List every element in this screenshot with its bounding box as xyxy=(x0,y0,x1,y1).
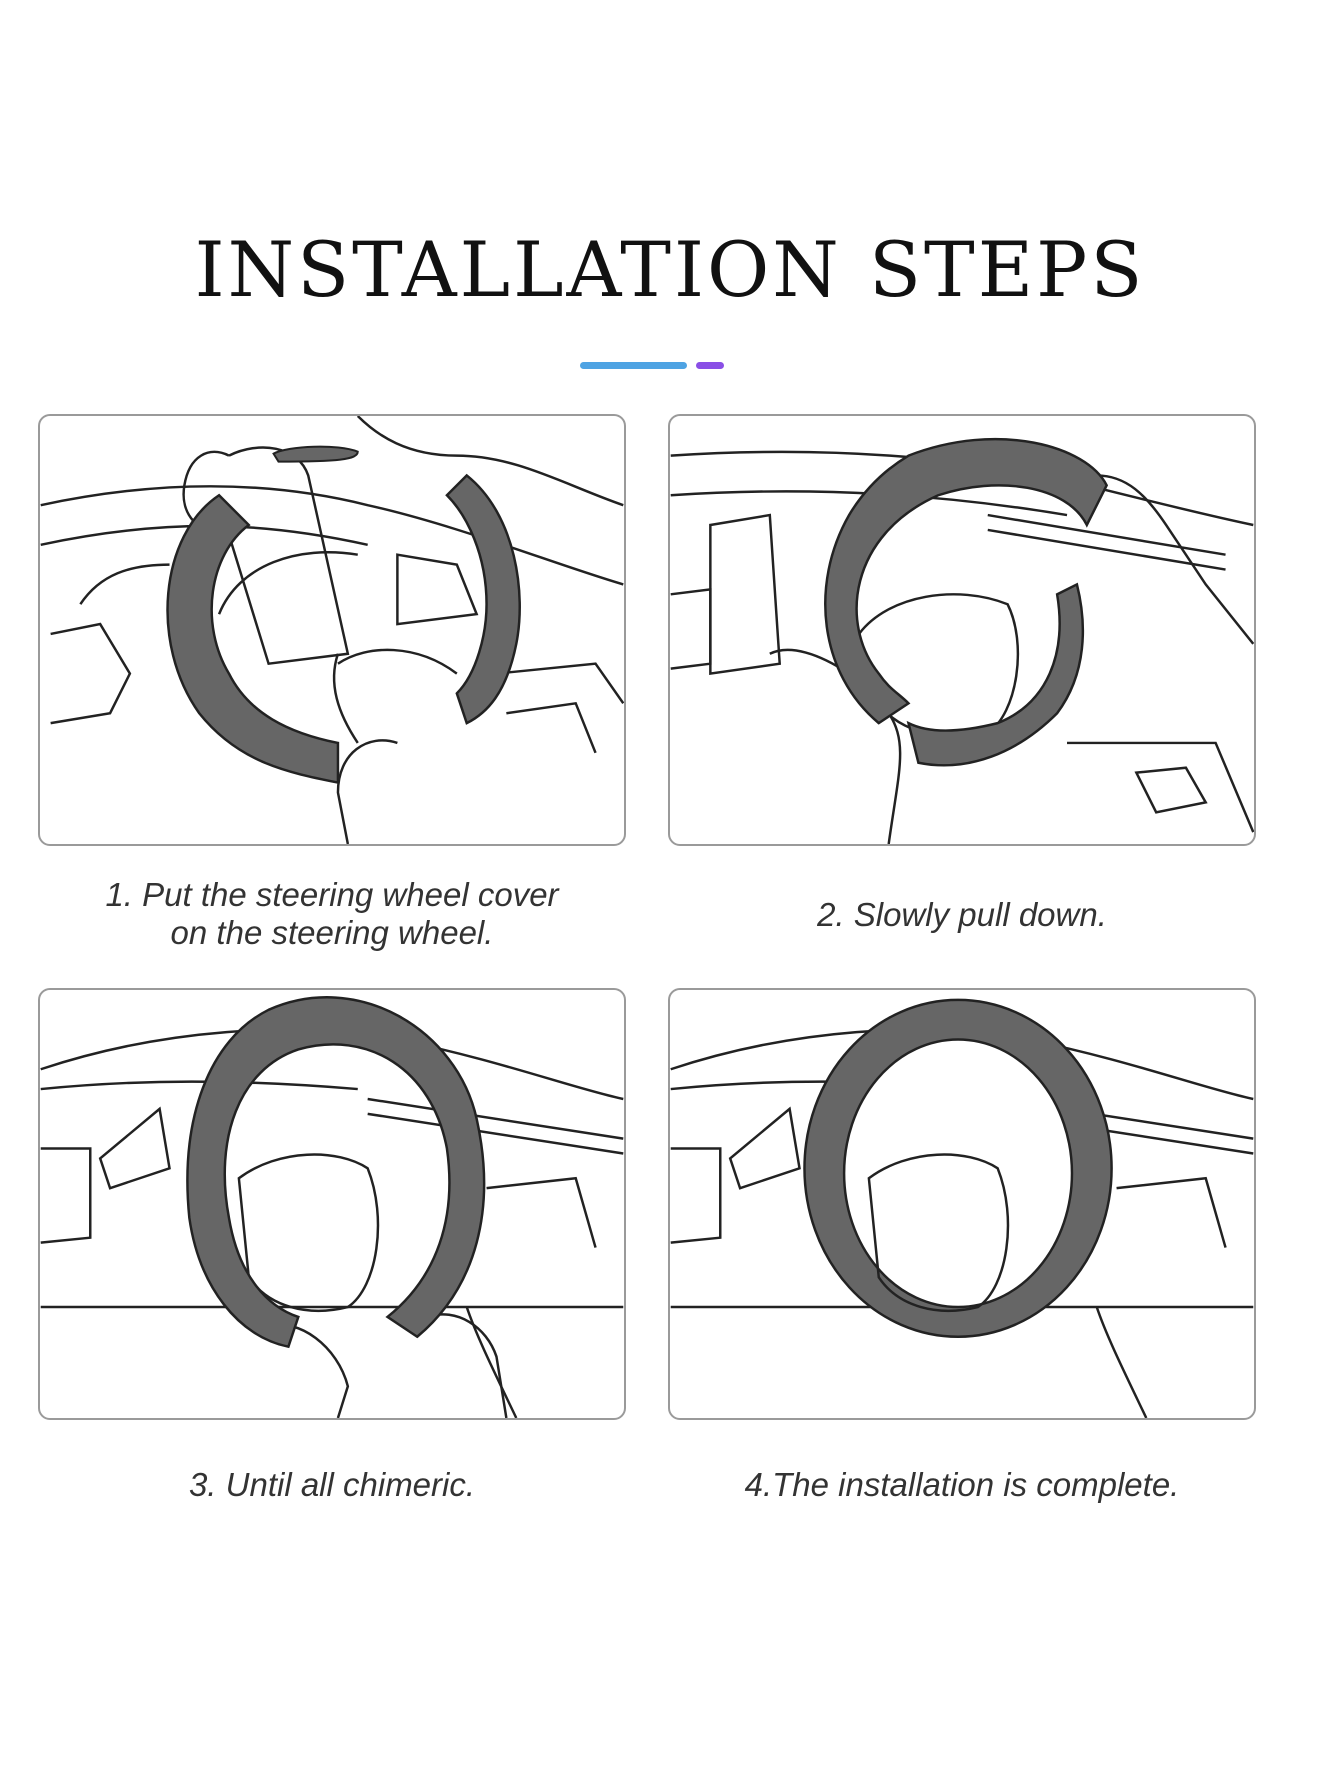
title-accent-divider xyxy=(580,362,724,369)
step-3-caption-line-1: 3. Until all chimeric. xyxy=(188,1466,476,1503)
steering-wheel-cover-complete-icon xyxy=(670,998,1254,1418)
steering-wheel-cover-partial-icon xyxy=(40,416,624,844)
steering-wheel-cover-pull-icon xyxy=(670,437,1254,844)
accent-bar-blue xyxy=(580,362,687,369)
step-4-caption: 4.The installation is complete. xyxy=(668,1466,1256,1504)
accent-bar-purple xyxy=(696,362,724,369)
step-1-illustration xyxy=(38,414,626,846)
step-3-illustration xyxy=(38,988,626,1420)
step-1-caption-line-2: on the steering wheel. xyxy=(170,913,494,951)
step-1-caption-line-1: 1. Put the steering wheel cover xyxy=(105,876,559,913)
step-4-illustration xyxy=(668,988,1256,1420)
step-2-caption-line-1: 2. Slowly pull down. xyxy=(817,896,1107,933)
step-4-caption-line-1: 4.The installation is complete. xyxy=(744,1466,1180,1503)
steering-wheel-cover-fitting-icon xyxy=(40,996,624,1418)
page-title: INSTALLATION STEPS xyxy=(194,225,1146,314)
step-2-caption: 2. Slowly pull down. xyxy=(668,896,1256,934)
step-1-caption: 1. Put the steering wheel cover on the s… xyxy=(38,876,626,952)
step-3-caption: 3. Until all chimeric. xyxy=(38,1466,626,1504)
step-2-illustration xyxy=(668,414,1256,846)
